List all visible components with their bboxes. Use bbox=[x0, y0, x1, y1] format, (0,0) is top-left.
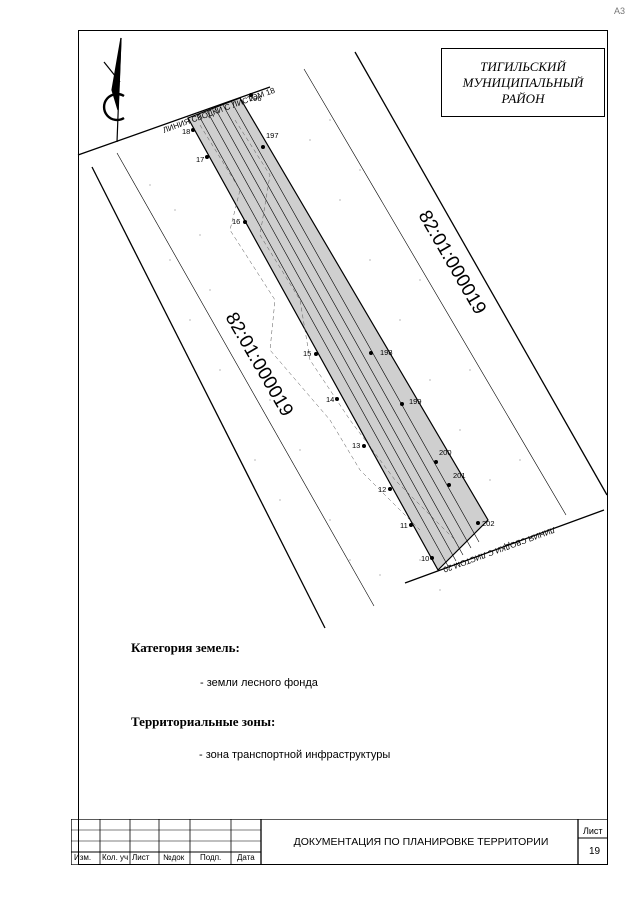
point-label: 18 bbox=[182, 127, 190, 136]
stamp-col-kol-uch: Кол. уч bbox=[102, 853, 129, 862]
point-label: 16 bbox=[232, 217, 240, 226]
point-label: 201 bbox=[453, 471, 466, 480]
point-label: 199 bbox=[409, 397, 422, 406]
point-label: 12 bbox=[378, 485, 386, 494]
boundary-points bbox=[191, 93, 480, 560]
point-label: 13 bbox=[352, 441, 360, 450]
point-label: 15 bbox=[303, 349, 311, 358]
sheet-label: Лист bbox=[583, 826, 603, 836]
point-label: 14 bbox=[326, 395, 334, 404]
point-label: 202 bbox=[482, 519, 495, 528]
point-label: 198 bbox=[380, 348, 393, 357]
land-category-item: - земли лесного фонда bbox=[200, 677, 318, 689]
point-label: 17 bbox=[196, 155, 204, 164]
document-title: ДОКУМЕНТАЦИЯ ПО ПЛАНИРОВКЕ ТЕРРИТОРИИ bbox=[293, 836, 549, 848]
point-label: 196 bbox=[249, 94, 262, 103]
stamp-col-list: Лист bbox=[132, 853, 150, 862]
cadastral-number-right: 82:01:000019 bbox=[414, 207, 490, 318]
sheet-number: 19 bbox=[589, 846, 601, 857]
stamp-col-data: Дата bbox=[237, 853, 255, 862]
point-label: 10 bbox=[421, 554, 429, 563]
stamp-col-izm: Изм. bbox=[74, 853, 92, 862]
north-arrow-icon bbox=[102, 37, 125, 143]
point-label: 11 bbox=[400, 521, 408, 530]
district-title: ТИГИЛЬСКИЙ МУНИЦИПАЛЬНЫЙ РАЙОН bbox=[462, 58, 584, 106]
territorial-zones-heading: Территориальные зоны: bbox=[131, 714, 276, 729]
point-label: 197 bbox=[266, 131, 279, 140]
stamp-col-ndok: №док bbox=[163, 853, 185, 862]
title-block bbox=[71, 819, 608, 865]
stamp-col-podp: Подп. bbox=[200, 853, 222, 862]
point-label: 200 bbox=[439, 448, 452, 457]
district-label-box: ТИГИЛЬСКИЙ МУНИЦИПАЛЬНЫЙ РАЙОН bbox=[441, 48, 605, 117]
corner-mark: А3 bbox=[614, 6, 626, 16]
territorial-zones-item: - зона транспортной инфраструктуры bbox=[199, 749, 391, 761]
land-category-heading: Категория земель: bbox=[131, 640, 240, 655]
